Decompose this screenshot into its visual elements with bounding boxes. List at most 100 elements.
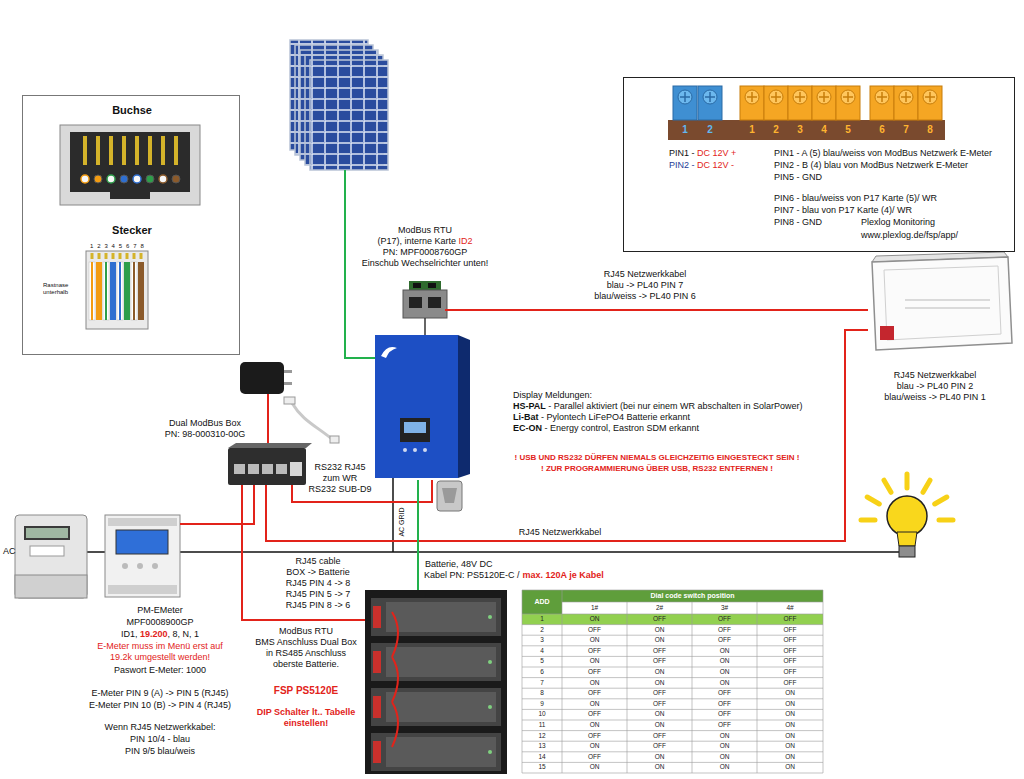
cable: [292, 480, 432, 502]
dual-modbus-box: [228, 443, 312, 485]
wire-stripe: [89, 262, 95, 320]
text-block: Einschub Wechselrichter unten!: [362, 258, 488, 269]
table-cell: ON: [785, 731, 795, 742]
table-cell: OFF: [588, 688, 601, 699]
node-text: PM-EMeter: [137, 605, 183, 615]
node-text: PIN5 - GND: [774, 172, 822, 182]
text-block: FSP PS5120E: [251, 685, 361, 697]
wire-dot: [120, 175, 128, 183]
text-block: Display Meldungen:: [513, 390, 592, 401]
wire-stripe: [110, 262, 116, 320]
terminal: [812, 86, 836, 120]
node-text: RJ45 Netzwerkkabel: [894, 370, 977, 380]
cable: [445, 309, 868, 311]
usb-cable: [284, 397, 339, 443]
socket-contacts: [85, 136, 176, 165]
table-cell: OFF: [718, 699, 731, 710]
module-handle: [373, 741, 381, 763]
wire-stripe: [133, 262, 135, 320]
node-text: Buchse: [112, 104, 152, 116]
meter-button: [152, 563, 158, 569]
terminal-number: 3: [797, 124, 803, 136]
adapter-body: [240, 362, 284, 394]
node-text: PIN6 - blau/weiss von P17 Karte (5)/ WR: [774, 193, 937, 203]
table-cell: 7: [540, 678, 544, 689]
node-text: Einschub Wechselrichter unten!: [362, 258, 488, 268]
lamp-bulb: [887, 496, 927, 536]
text-block: Plexlog Monitoring: [861, 217, 935, 228]
meter-button: [122, 563, 128, 569]
socket-housing: [60, 125, 200, 205]
table-cell: 3: [540, 635, 544, 646]
inverter-button: [423, 448, 427, 452]
node-text: , 8, N, 1: [168, 629, 200, 639]
text-block: ID1,19.200, 8, N, 1: [121, 629, 199, 640]
table-cell: ON: [655, 709, 665, 720]
table-cell: 13: [538, 741, 545, 752]
table-subheader: [562, 602, 823, 614]
table-cell: ON: [785, 720, 795, 731]
text-block: PIN7 - blau von P17 Karte (4)/ WR: [774, 205, 912, 216]
table-cell: ON: [655, 667, 665, 678]
inverter-screen: [404, 422, 426, 433]
text-block: RJ45 Netzwerkkabel: [894, 370, 977, 381]
meter-lcd: [116, 530, 168, 554]
text-block: PIN 9/5 blau/weis: [125, 746, 195, 757]
node-text: - Pylontech LiFePO4 Batterie erkannt: [541, 412, 690, 422]
table-cell: OFF: [653, 646, 666, 657]
text-block: PN: MPF0008760GP: [383, 247, 468, 258]
text-block: PIN8 - GND: [774, 217, 822, 228]
text-block: PIN1 - A (5) blau/weiss von ModBus Netzw…: [774, 148, 992, 159]
text-block: blau/weiss -> PL40 PIN 1: [884, 392, 985, 403]
node-text: DIP Schalter lt.. Tabelle einstellen!: [257, 707, 356, 728]
text-block: blau -> PL40 PIN 2: [897, 381, 973, 392]
table-cell: 10: [538, 709, 545, 720]
terminal-number: 8: [927, 124, 933, 136]
text-block: (P17), interne KarteID2: [377, 236, 472, 247]
table-cell: OFF: [653, 699, 666, 710]
plexlog-device: RJ45 Netzwerkkabelblau -> PL40 PIN 2blau…: [868, 255, 1013, 350]
device-body: [872, 257, 1012, 350]
module-handle: [373, 696, 381, 718]
warning-note: ! USB UND RS232 DÜRFEN NIEMALS GLEICHZEI…: [515, 452, 800, 463]
terminal: [698, 86, 722, 120]
node-text: (P17), interne Karte: [377, 236, 456, 246]
table-cell: ON: [655, 762, 665, 773]
table-cell: ON: [590, 720, 600, 731]
text-block: E-Meter PIN 10 (B) -> PIN 4 (RJ45): [89, 700, 231, 711]
table-cell: ON: [720, 656, 730, 667]
module-front: [386, 692, 496, 722]
usb-wire: [292, 403, 332, 439]
table-header: [522, 590, 823, 602]
inverter-display: [400, 418, 430, 442]
node-text: DC 12V +: [697, 148, 736, 158]
modbus-card: ModBus RTU(P17), interne KarteID2PN: MPF…: [405, 280, 445, 318]
terminal: [673, 86, 697, 120]
rj45-port: [234, 464, 245, 474]
table-cell: ON: [590, 635, 600, 646]
table-cell: OFF: [588, 625, 601, 636]
node-text: DC 12V -: [697, 160, 734, 170]
socket-notch: [110, 190, 150, 199]
meter-cover: [15, 575, 87, 598]
module-front: [386, 647, 496, 677]
table-cell: ON: [785, 762, 795, 773]
inverter: Display Meldungen:HS-PAL- Parallel aktiv…: [375, 335, 470, 480]
text-block: PIN1 -DC 12V +: [669, 148, 736, 159]
meter-body: [105, 515, 180, 597]
node-text: blau/weiss -> PL40 PIN 1: [884, 392, 985, 402]
meter-terminals: [108, 585, 177, 594]
text-block: DIP Schalter lt.. Tabelle einstellen!: [251, 707, 361, 729]
table-cell: ON: [785, 699, 795, 710]
wire-stripe: [105, 262, 107, 320]
battery-rack: [365, 590, 507, 774]
table-cell: Dial code switch position: [650, 590, 734, 602]
node-text: Dual ModBus Box: [169, 418, 241, 428]
inverter-body: [375, 335, 470, 478]
table-cell: ON: [590, 699, 600, 710]
text-block: PIN2 - B (4) blau von ModBus Netzwerk E-…: [774, 160, 968, 171]
module-front: [386, 737, 496, 767]
text-block: PIN2 -DC 12V -: [669, 160, 734, 171]
node-text: PN: 98-000310-00G: [165, 429, 246, 439]
text-block: HS-PAL- Parallel aktiviert (bei nur eine…: [513, 401, 802, 412]
